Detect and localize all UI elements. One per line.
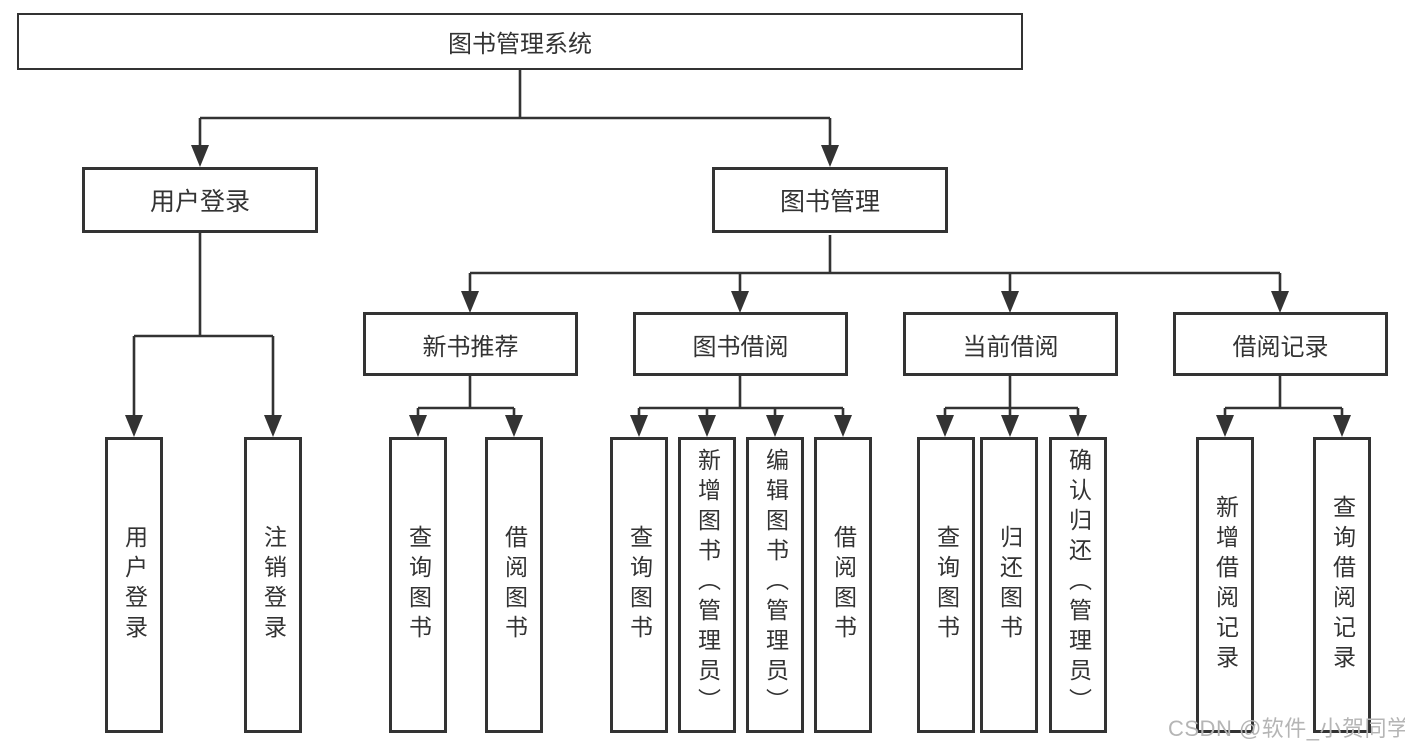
leaf-borrow-book-2: 借阅图书	[814, 437, 872, 733]
leaf-return-book: 归还图书	[980, 437, 1038, 733]
node-label: 图书管理	[779, 188, 880, 216]
node-label: 新增借阅记录	[1212, 495, 1239, 675]
node-user-login: 用户登录	[82, 167, 318, 233]
node-label: 用户登录	[149, 188, 250, 216]
node-label: 编辑图书（管理员）	[762, 448, 789, 718]
node-root: 图书管理系统	[17, 13, 1023, 70]
node-book-management: 图书管理	[712, 167, 948, 233]
leaf-query-book-3: 查询图书	[917, 437, 975, 733]
node-borrow-records: 借阅记录	[1173, 312, 1388, 376]
node-label: 查询借阅记录	[1329, 495, 1356, 675]
node-current-borrow: 当前借阅	[903, 312, 1118, 376]
node-label: 当前借阅	[962, 333, 1059, 361]
leaf-user-login: 用户登录	[105, 437, 163, 733]
node-label: 图书借阅	[692, 333, 789, 361]
node-label: 借阅图书	[830, 525, 857, 645]
node-label: 借阅记录	[1232, 333, 1329, 361]
node-label: 借阅图书	[501, 525, 528, 645]
node-new-book-recommend: 新书推荐	[363, 312, 578, 376]
node-label: 新增图书（管理员）	[694, 448, 721, 718]
node-label: 新书推荐	[422, 333, 519, 361]
watermark: CSDN @软件_小贺同学	[1168, 716, 1405, 741]
leaf-confirm-return-admin: 确认归还（管理员）	[1049, 437, 1107, 733]
leaf-logout: 注销登录	[244, 437, 302, 733]
node-label: 查询图书	[405, 525, 432, 645]
node-label: 注销登录	[260, 525, 287, 645]
node-book-borrow: 图书借阅	[633, 312, 848, 376]
node-label: 查询图书	[626, 525, 653, 645]
node-label: 图书管理系统	[448, 31, 592, 58]
node-label: 归还图书	[996, 525, 1023, 645]
leaf-borrow-book-1: 借阅图书	[485, 437, 543, 733]
node-label: 用户登录	[121, 525, 148, 645]
node-label: 查询图书	[933, 525, 960, 645]
node-label: 确认归还（管理员）	[1065, 448, 1092, 718]
leaf-query-borrow-record: 查询借阅记录	[1313, 437, 1371, 733]
leaf-query-book-2: 查询图书	[610, 437, 668, 733]
arrowheads	[125, 145, 1351, 437]
leaf-query-book-1: 查询图书	[389, 437, 447, 733]
leaf-add-borrow-record: 新增借阅记录	[1196, 437, 1254, 733]
leaf-edit-book-admin: 编辑图书（管理员）	[746, 437, 804, 733]
connector-lines	[132, 70, 1344, 418]
leaf-add-book-admin: 新增图书（管理员）	[678, 437, 736, 733]
